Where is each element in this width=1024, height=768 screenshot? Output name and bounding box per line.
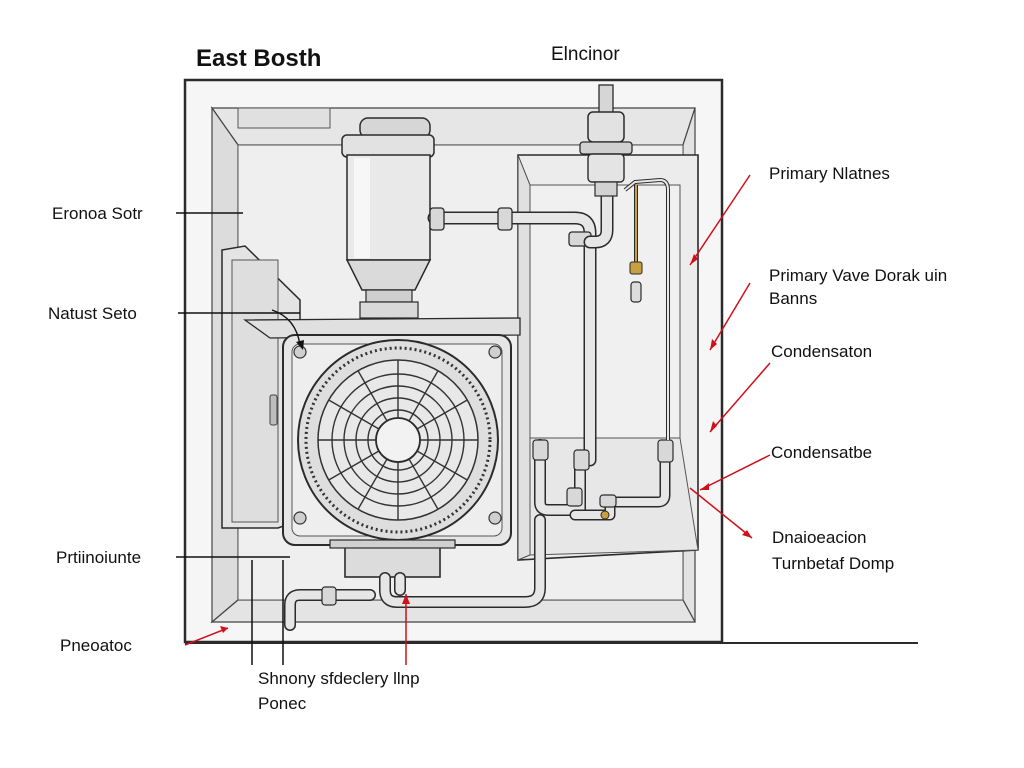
valve-assembly [579,84,670,440]
label-right-2b: Banns [769,289,817,308]
fan-guard-spoke [416,450,468,481]
labels: East Bosth Elncinor Eronoa Sotr Natust S… [48,44,947,713]
burner-base [329,539,456,578]
pipe-compartment [517,154,699,561]
label-right-1: Primary Nlatnes [769,164,890,183]
leader-arrowheads-red [220,254,752,633]
label-left-4: Pneoatoc [60,636,132,655]
label-right-5b: Turnbetaf Domp [772,554,894,573]
flow-arrow [271,309,304,350]
label-bottom-a: Shnony sfdeclery llnp [258,669,420,688]
label-left-3: Prtiinoiunte [56,548,141,567]
fan-unit [282,334,512,546]
fan-guard-spoke [408,458,439,510]
fan-guard-spoke [408,370,439,422]
diagram-title: East Bosth [196,45,321,72]
label-right-2a: Primary Vave Dorak uin [769,266,947,285]
pipework [284,188,674,631]
label-right-3: Condensaton [771,342,872,361]
fan-guard-spoke [357,370,388,422]
label-right-5a: Dnaioeacion [772,528,867,547]
fan-guard-spoke [328,450,380,481]
label-top: Elncinor [551,44,620,65]
fan-guard-spoke [328,399,380,430]
fan-guard-spoke [357,458,388,510]
label-bottom-b: Ponec [258,694,307,713]
leader-lines-red [184,174,771,665]
label-left-1: Eronoa Sotr [52,204,143,223]
leader-lines-black [176,212,300,665]
side-door-panel [221,245,301,529]
mounting-shelf [243,317,521,339]
label-left-2: Natust Seto [48,304,137,323]
expansion-tank [341,117,435,319]
label-right-4: Condensatbe [771,443,872,462]
fan-guard-spoke [416,399,468,430]
